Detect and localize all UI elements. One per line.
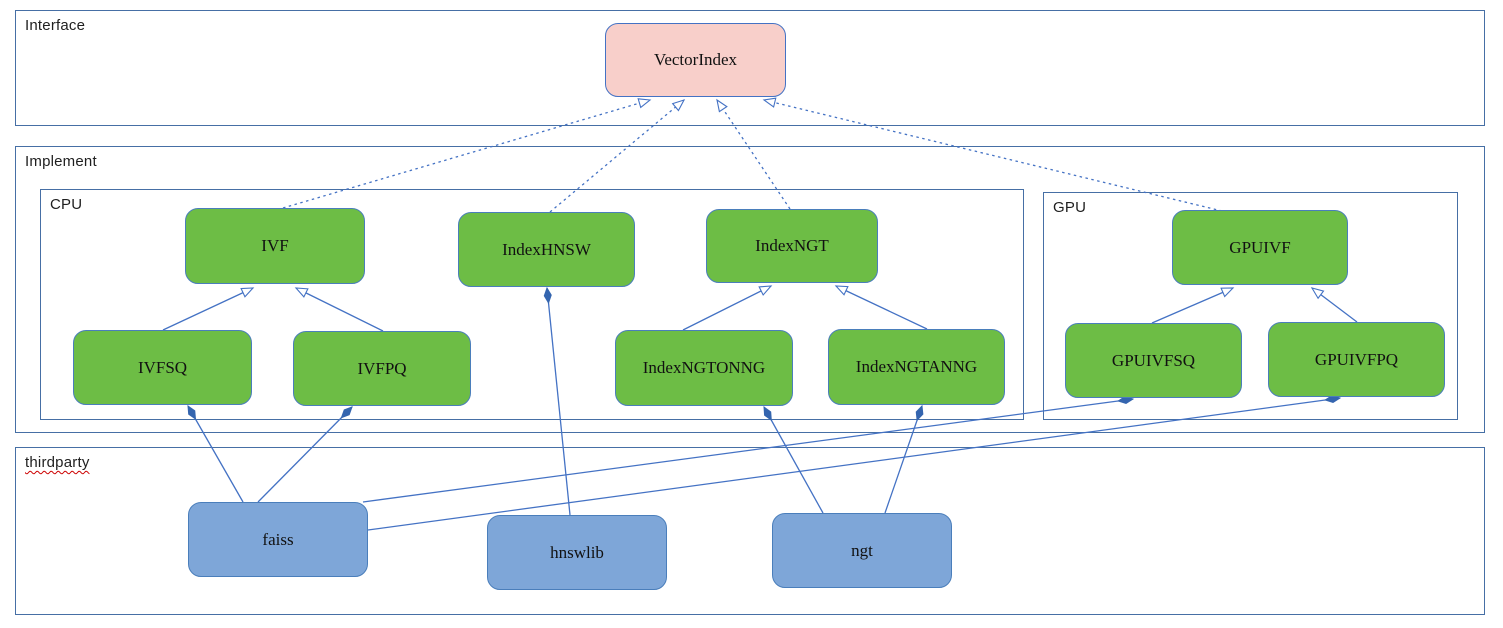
section-interface[interactable]: Interface — [15, 10, 1485, 126]
edge-gpuivf-to-vectorindex — [762, 97, 1223, 212]
node-indexngtanng-label: IndexNGTANNG — [855, 357, 978, 376]
edge-indexhnsw-to-vectorindex — [549, 99, 686, 213]
section-cpu-label: CPU — [50, 196, 83, 213]
edge-indexngtonng-to-indexngt — [682, 285, 773, 331]
edge-ivfsq-to-ivf — [162, 287, 255, 331]
node-indexhnsw[interactable]: IndexHNSW — [458, 212, 635, 287]
node-ivf-label: IVF — [261, 236, 289, 255]
section-implement[interactable]: Implement — [15, 146, 1485, 433]
node-gpuivfpq[interactable]: GPUIVFPQ — [1268, 322, 1445, 397]
edge-ivfpq-to-ivf — [294, 287, 384, 332]
node-vectorindex[interactable]: VectorIndex — [605, 23, 786, 97]
section-gpu[interactable]: GPU — [1043, 192, 1458, 420]
node-ivfsq[interactable]: IVFSQ — [73, 330, 252, 405]
node-ivfpq[interactable]: IVFPQ — [293, 331, 471, 406]
node-indexngt-label: IndexNGT — [755, 236, 829, 255]
node-gpuivfsq[interactable]: GPUIVFSQ — [1065, 323, 1242, 398]
edge-faiss-to-gpuivfpq — [367, 398, 1340, 531]
node-gpuivfsq-label: GPUIVFSQ — [1111, 350, 1196, 370]
edge-ivf-to-vectorindex — [282, 98, 652, 209]
node-ivf[interactable]: IVF — [185, 208, 365, 284]
edge-faiss-to-ivfpq — [257, 407, 352, 503]
node-hnswlib[interactable]: hnswlib — [487, 515, 667, 590]
edge-indexngt-to-vectorindex — [716, 98, 791, 210]
section-thirdparty-label: thirdparty — [25, 454, 90, 471]
edge-faiss-to-ivfsq — [188, 406, 244, 503]
node-indexngtanng[interactable]: IndexNGTANNG — [828, 329, 1005, 405]
node-indexngtonng[interactable]: IndexNGTONNG — [615, 330, 793, 406]
edge-indexngtanng-to-indexngt — [834, 285, 928, 330]
section-implement-label: Implement — [25, 153, 97, 170]
edge-faiss-to-gpuivfsq — [362, 399, 1133, 503]
node-indexhnsw-label: IndexHNSW — [502, 239, 591, 259]
node-gpuivf-label: GPUIVF — [1229, 237, 1291, 257]
node-ivfpq-label: IVFPQ — [357, 358, 407, 378]
node-faiss-label: faiss — [262, 529, 294, 549]
node-ivfsq-label: IVFSQ — [137, 357, 188, 377]
section-gpu-label: GPU — [1053, 199, 1087, 216]
node-indexngt[interactable]: IndexNGT — [706, 209, 878, 283]
node-ngt[interactable]: ngt — [772, 513, 952, 588]
section-thirdparty[interactable]: thirdparty — [15, 447, 1485, 615]
node-hnswlib-label: hnswlib — [550, 542, 604, 562]
node-gpuivf[interactable]: GPUIVF — [1172, 210, 1348, 285]
node-ngt-label: ngt — [851, 540, 873, 560]
node-vectorindex-label: VectorIndex — [653, 50, 738, 69]
edge-gpuivfpq-to-gpuivf — [1310, 287, 1358, 323]
edge-gpuivfsq-to-gpuivf — [1151, 287, 1235, 324]
section-cpu[interactable]: CPU — [40, 189, 1024, 420]
node-indexngtonng-label: IndexNGTONNG — [642, 358, 766, 377]
node-faiss[interactable]: faiss — [188, 502, 368, 577]
section-interface-label: Interface — [25, 17, 86, 34]
edge-ngt-to-indexngtonng — [764, 407, 824, 514]
edge-hnswlib-to-indexhnsw — [547, 288, 571, 516]
node-gpuivfpq-label: GPUIVFPQ — [1314, 349, 1399, 369]
edge-ngt-to-indexngtanng — [884, 406, 922, 514]
